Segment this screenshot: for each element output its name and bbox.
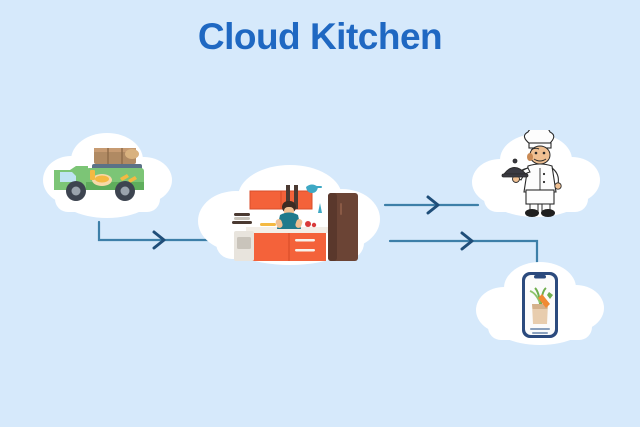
- node-cloud-kitchen[interactable]: [190, 163, 385, 275]
- arrowhead-kitchen-to-customer-icon: [460, 231, 474, 251]
- connector-supply-to-kitchen: [97, 220, 217, 242]
- node-supply-truck[interactable]: [40, 128, 175, 228]
- node-customer-app[interactable]: [470, 258, 605, 356]
- arrowhead-kitchen-to-chef-icon: [426, 195, 440, 215]
- kitchen-illustration-icon: [232, 184, 358, 261]
- page-title: Cloud Kitchen: [197, 16, 443, 57]
- connector-kitchen-to-customer: [388, 239, 539, 270]
- smartphone-illustration-icon: [522, 272, 558, 338]
- chef-illustration-icon: [501, 130, 562, 217]
- arrowhead-supply-to-kitchen-icon: [152, 230, 166, 250]
- truck-illustration-icon: [54, 148, 144, 201]
- node-chef[interactable]: [468, 130, 603, 228]
